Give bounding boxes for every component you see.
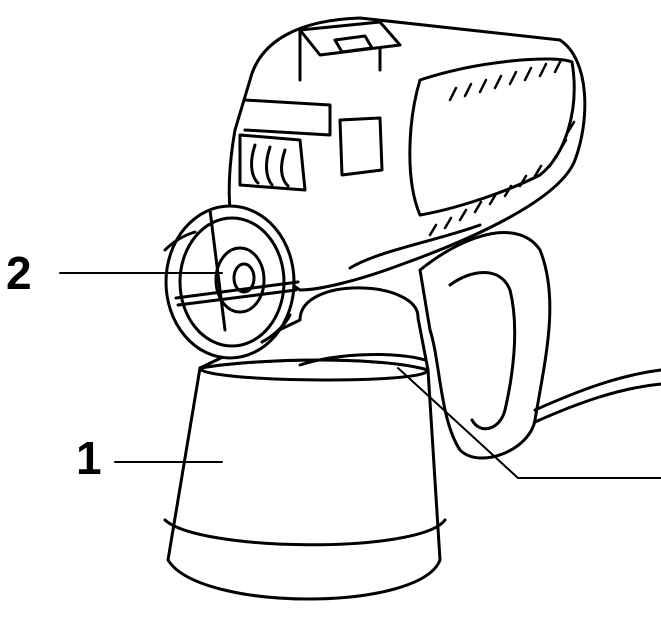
leader-line-3 [397,367,661,479]
leader-lines [59,272,661,479]
grip-ridges [428,58,576,237]
power-cord [533,368,661,424]
callout-label-1: 1 [76,432,102,484]
handle [418,231,552,460]
callout-label-2: 2 [6,247,32,299]
container-cup [163,358,447,601]
nozzle-ring [163,204,300,360]
